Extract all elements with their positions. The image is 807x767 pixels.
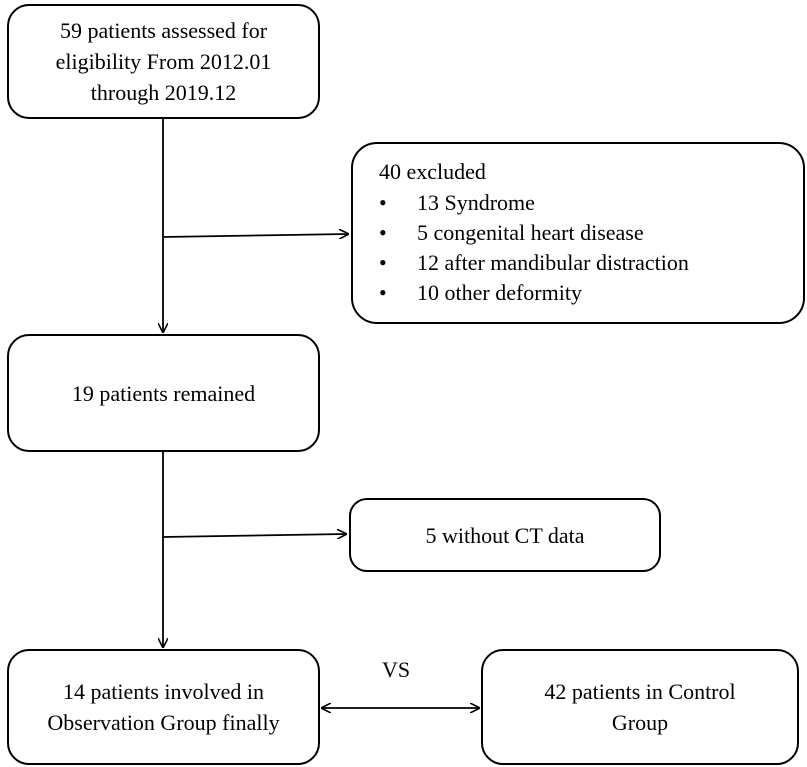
observation-group-box: 14 patients involved in Observation Grou… bbox=[7, 649, 320, 765]
excluded-list: • 13 Syndrome • 5 congenital heart disease… bbox=[379, 188, 803, 308]
no-ct-box: 5 without CT data bbox=[349, 498, 661, 572]
start-line-2: eligibility From 2012.01 bbox=[55, 49, 272, 74]
excluded-item: • 13 Syndrome bbox=[379, 188, 803, 218]
bullet-icon: • bbox=[379, 190, 387, 215]
excluded-item: • 12 after mandibular distraction bbox=[379, 248, 803, 278]
arrow-to-excluded bbox=[162, 234, 348, 237]
observation-line-1: 14 patients involved in bbox=[62, 679, 265, 704]
no-ct-label: 5 without CT data bbox=[425, 522, 585, 548]
start-line-1: 59 patients assessed for bbox=[59, 18, 268, 43]
excluded-item-label: 13 Syndrome bbox=[417, 190, 535, 215]
remained-label: 19 patients remained bbox=[71, 380, 256, 406]
bullet-icon: • bbox=[379, 280, 387, 305]
control-line-2: Group bbox=[611, 710, 669, 735]
excluded-item: • 10 other deformity bbox=[379, 278, 803, 308]
start-box: 59 patients assessed for eligibility Fro… bbox=[7, 4, 320, 119]
control-line-1: 42 patients in Control bbox=[544, 679, 736, 704]
bullet-icon: • bbox=[379, 250, 387, 275]
excluded-item-label: 5 congenital heart disease bbox=[417, 220, 644, 245]
bullet-icon: • bbox=[379, 220, 387, 245]
excluded-item: • 5 congenital heart disease bbox=[379, 218, 803, 248]
arrow-to-no-ct bbox=[162, 534, 346, 537]
start-line-3: through 2019.12 bbox=[90, 80, 237, 105]
excluded-box: 40 excluded • 13 Syndrome • 5 congenital h… bbox=[351, 142, 805, 324]
control-group-box: 42 patients in Control Group bbox=[481, 649, 799, 765]
excluded-item-label: 10 other deformity bbox=[417, 280, 582, 305]
excluded-title: 40 excluded bbox=[379, 159, 486, 184]
vs-label: VS bbox=[382, 657, 411, 682]
excluded-item-label: 12 after mandibular distraction bbox=[417, 250, 689, 275]
observation-line-2: Observation Group finally bbox=[47, 710, 280, 735]
remained-box: 19 patients remained bbox=[7, 334, 320, 452]
